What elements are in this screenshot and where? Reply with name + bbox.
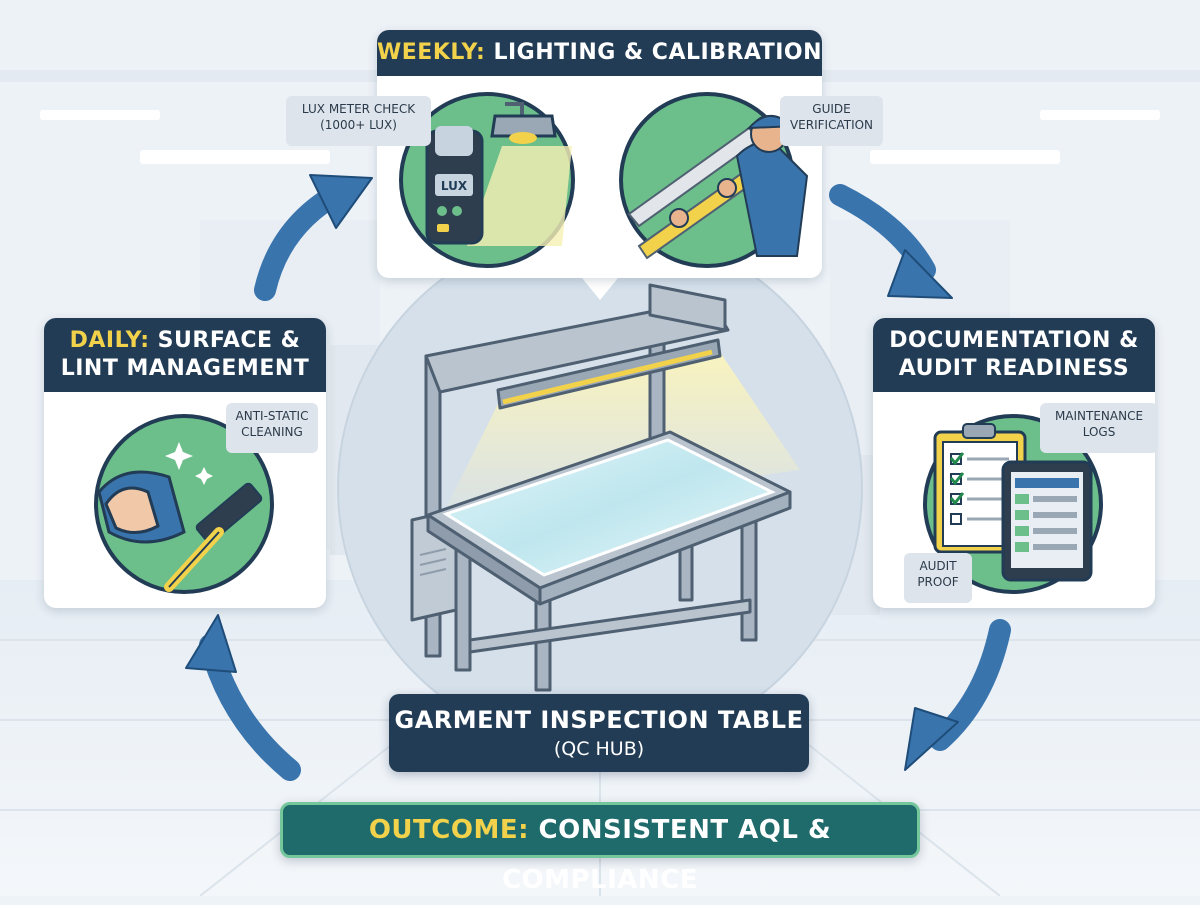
arrow-head-1 [309,174,373,229]
daily-card: DAILY: SURFACE & LINT MANAGEMENT [44,318,326,608]
docs-title-line2: AUDIT READINESS [898,356,1130,381]
docs-title-line1: DOCUMENTATION & [889,328,1139,353]
hub-label: GARMENT INSPECTION TABLE (QC HUB) [389,694,809,772]
maintenance-logs-tag: MAINTENANCE LOGS [1040,403,1158,453]
daily-title-line1: SURFACE & [157,328,301,353]
arrow-head-3 [904,707,959,771]
clipboard-tablet-icon [923,414,1103,594]
documentation-card: DOCUMENTATION & AUDIT READINESS [873,318,1155,608]
hub-subtitle: (QC HUB) [553,738,645,760]
guide-verification-text: GUIDE VERIFICATION [789,102,874,132]
lux-meter-label: LUX [441,179,468,193]
outcome-text: CONSISTENT AQL & COMPLIANCE [501,815,832,895]
maintenance-logs-text: MAINTENANCE LOGS [1054,409,1144,439]
weekly-title-text: LIGHTING & CALIBRATION [493,40,822,65]
anti-static-cleaning-tag: ANTI-STATIC CLEANING [226,403,318,453]
lux-meter-check-tag: LUX METER CHECK (1000+ LUX) [286,96,431,146]
arrow-head-4 [185,614,237,673]
hub-title: GARMENT INSPECTION TABLE [394,706,804,734]
weekly-card-title: WEEKLY: LIGHTING & CALIBRATION [377,30,822,76]
anti-static-cleaning-text: ANTI-STATIC CLEANING [235,409,309,439]
outcome-banner: OUTCOME: CONSISTENT AQL & COMPLIANCE [280,802,920,895]
weekly-card: WEEKLY: LIGHTING & CALIBRATION LUX [377,30,822,278]
cleaning-cloth-brush-icon [94,414,274,594]
guide-verification-tag: GUIDE VERIFICATION [780,96,883,146]
outcome-prefix: OUTCOME: [368,815,529,845]
docs-illustration [923,414,1103,594]
audit-proof-text: AUDIT PROOF [917,559,959,589]
weekly-illustrations: LUX [399,92,809,268]
lux-meter-icon: LUX [399,92,575,268]
arrow-head-2 [887,249,953,299]
docs-card-title: DOCUMENTATION & AUDIT READINESS [873,318,1155,392]
lux-meter-check-text: LUX METER CHECK (1000+ LUX) [301,102,416,132]
weekly-title-prefix: WEEKLY: [377,40,486,65]
daily-card-title: DAILY: SURFACE & LINT MANAGEMENT [44,318,326,392]
daily-title-prefix: DAILY: [69,328,150,353]
audit-proof-tag: AUDIT PROOF [904,553,972,603]
daily-title-line2: LINT MANAGEMENT [60,356,310,381]
guide-verification-icon [619,92,809,268]
daily-illustration [94,414,274,594]
